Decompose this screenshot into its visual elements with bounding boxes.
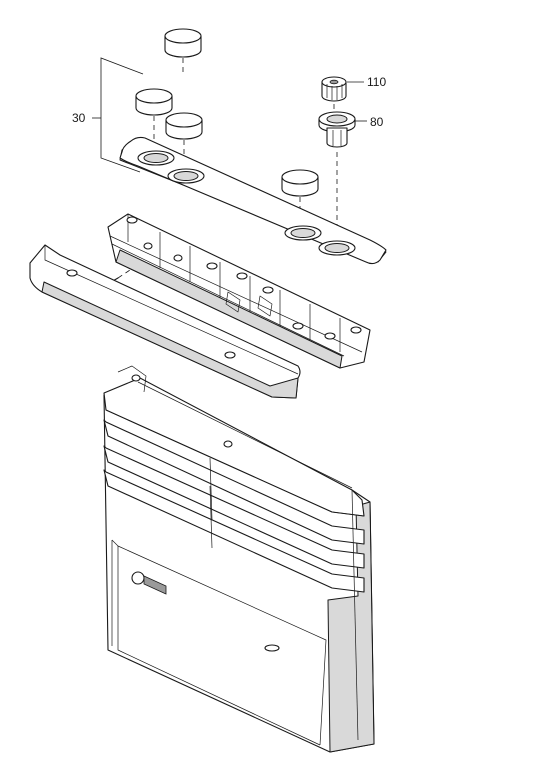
callout-label-110: 110 [367,75,386,89]
control-panel-strip [119,136,387,265]
cap-part-top [164,28,202,74]
brand-logo-icon [131,571,167,595]
front-cover [103,365,375,753]
cap-part-middle [165,112,203,168]
knob-part [321,76,347,112]
cap-part-left [135,88,173,148]
callout-label-80: 80 [370,115,384,129]
support-frame [107,213,371,369]
callout-label-30: 30 [72,111,86,125]
cap-part-right [281,169,319,226]
bushing-part [318,111,356,238]
callout-30-bracket [92,57,144,173]
front-trim-bar [29,244,301,399]
